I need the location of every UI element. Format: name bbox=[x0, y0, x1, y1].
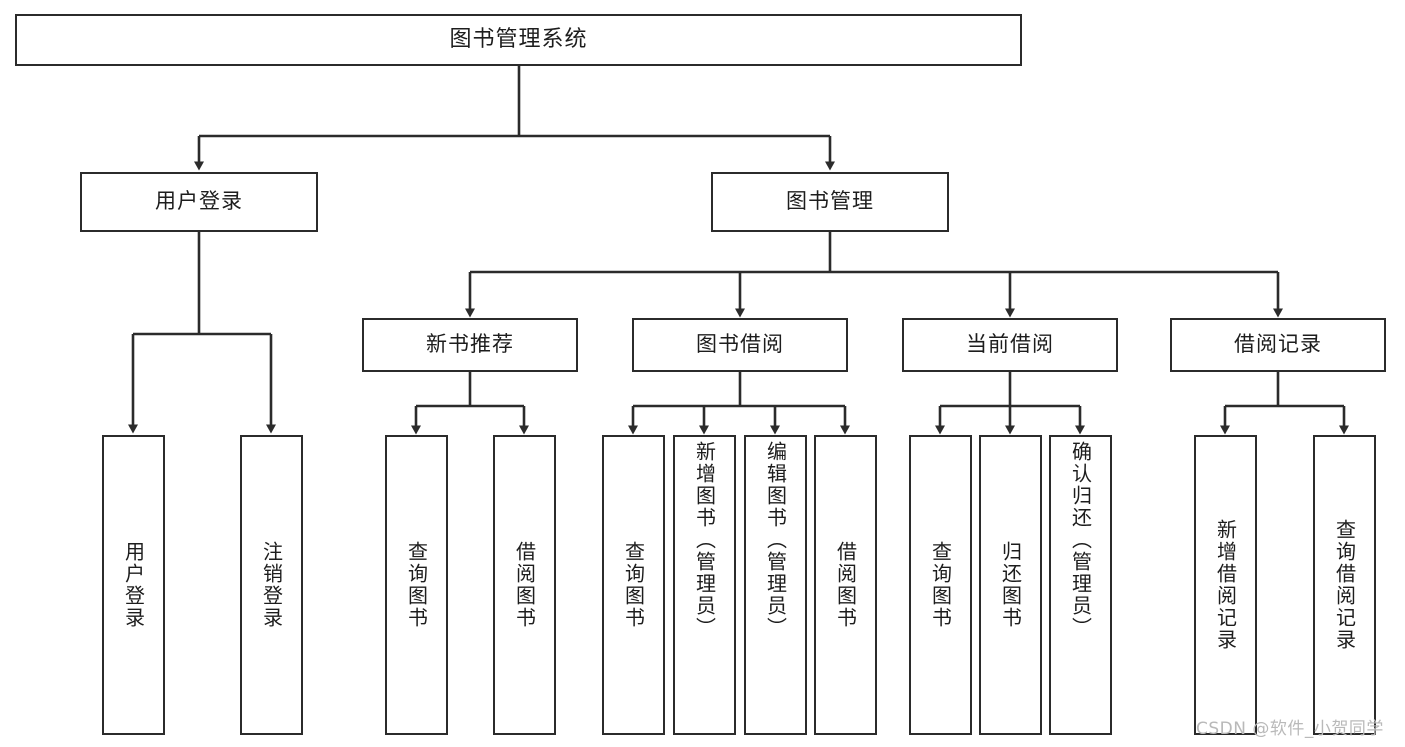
node-label: 当前借阅 bbox=[966, 332, 1054, 357]
node-label: 图书管理系统 bbox=[449, 26, 588, 52]
leaf-record-add[interactable]: 新增借阅记录 bbox=[1194, 435, 1257, 735]
node-label: 新增图书（管理员） bbox=[692, 441, 717, 639]
watermark: CSDN @软件_小贺同学 bbox=[1196, 719, 1384, 739]
leaf-user-login-logout[interactable]: 注销登录 bbox=[240, 435, 303, 735]
leaf-borrow-add-book[interactable]: 新增图书（管理员） bbox=[673, 435, 736, 735]
node-label: 编辑图书（管理员） bbox=[763, 441, 788, 639]
leaf-borrow-edit-book[interactable]: 编辑图书（管理员） bbox=[744, 435, 807, 735]
node-label: 归还图书 bbox=[998, 541, 1023, 629]
leaf-user-login-login[interactable]: 用户登录 bbox=[102, 435, 165, 735]
node-label: 用户登录 bbox=[155, 189, 243, 214]
node-label: 借阅图书 bbox=[833, 541, 858, 629]
node-user-login[interactable]: 用户登录 bbox=[80, 172, 318, 232]
node-root-system[interactable]: 图书管理系统 bbox=[15, 14, 1022, 66]
node-borrow-record[interactable]: 借阅记录 bbox=[1170, 318, 1386, 372]
node-book-management[interactable]: 图书管理 bbox=[711, 172, 949, 232]
leaf-current-query-book[interactable]: 查询图书 bbox=[909, 435, 972, 735]
leaf-borrow-query-book[interactable]: 查询图书 bbox=[602, 435, 665, 735]
node-label: 借阅图书 bbox=[512, 541, 537, 629]
node-label: 查询图书 bbox=[621, 541, 646, 629]
node-label: 查询借阅记录 bbox=[1332, 519, 1357, 651]
leaf-borrow-borrow-book[interactable]: 借阅图书 bbox=[814, 435, 877, 735]
node-label: 注销登录 bbox=[259, 541, 284, 629]
node-label: 确认归还（管理员） bbox=[1068, 441, 1093, 639]
node-label: 查询图书 bbox=[928, 541, 953, 629]
node-label: 查询图书 bbox=[404, 541, 429, 629]
node-new-book-recommend[interactable]: 新书推荐 bbox=[362, 318, 578, 372]
leaf-new-book-borrow[interactable]: 借阅图书 bbox=[493, 435, 556, 735]
leaf-current-confirm-return[interactable]: 确认归还（管理员） bbox=[1049, 435, 1112, 735]
node-book-borrow[interactable]: 图书借阅 bbox=[632, 318, 848, 372]
node-label: 图书借阅 bbox=[696, 332, 784, 357]
leaf-new-book-query[interactable]: 查询图书 bbox=[385, 435, 448, 735]
leaf-current-return-book[interactable]: 归还图书 bbox=[979, 435, 1042, 735]
node-label: 用户登录 bbox=[121, 541, 146, 629]
node-label: 新增借阅记录 bbox=[1213, 519, 1238, 651]
node-label: 新书推荐 bbox=[426, 332, 514, 357]
node-current-borrow[interactable]: 当前借阅 bbox=[902, 318, 1118, 372]
node-label: 借阅记录 bbox=[1234, 332, 1322, 357]
leaf-record-query[interactable]: 查询借阅记录 bbox=[1313, 435, 1376, 735]
node-label: 图书管理 bbox=[786, 189, 874, 214]
